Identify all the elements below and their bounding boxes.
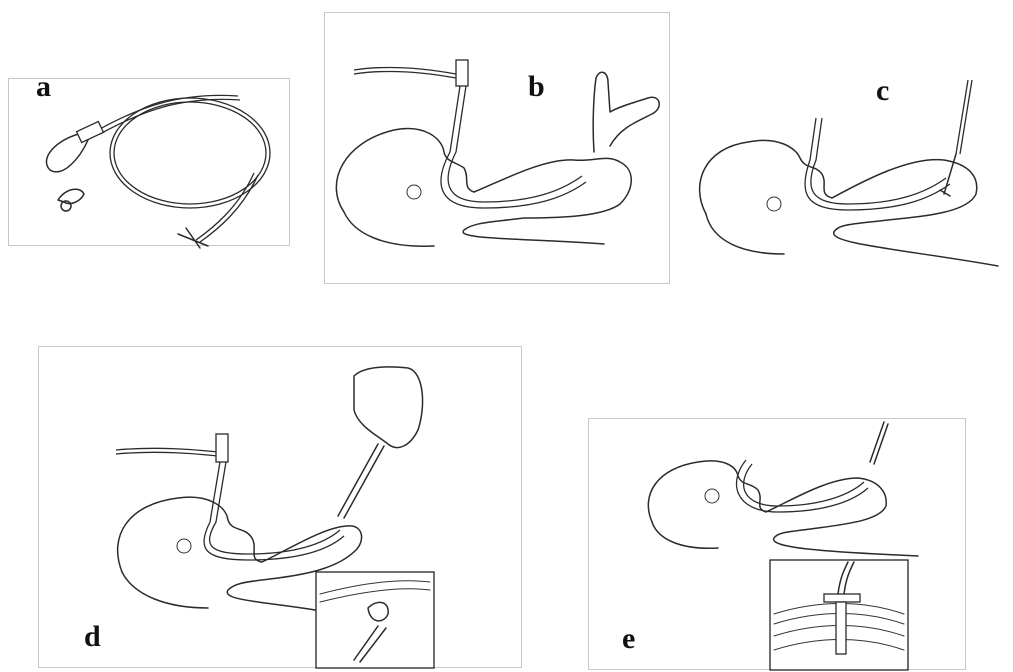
- ear: [407, 185, 421, 199]
- panel-label-a: a: [36, 72, 51, 102]
- hand: [354, 367, 423, 448]
- panel-label-e: e: [622, 624, 635, 654]
- panel-a: a: [8, 78, 290, 246]
- needle-puncture-illustration: [688, 44, 1008, 276]
- gastrostomy-tube: [836, 602, 846, 654]
- endoscope-handle: [216, 434, 228, 462]
- external-bumper: [824, 594, 860, 602]
- patient-outline: [648, 461, 918, 556]
- clamp: [58, 189, 84, 203]
- wire-grasp-illustration: [38, 346, 522, 668]
- panel-b: b: [324, 12, 670, 284]
- endoscope-handle: [456, 60, 468, 86]
- patient-outline: [336, 129, 631, 244]
- panel-label-b: b: [528, 72, 545, 102]
- tube-placement-illustration: [588, 418, 966, 670]
- panel-c: c: [688, 44, 1008, 276]
- panel-label-d: d: [84, 622, 101, 652]
- coiled-tube: [110, 98, 270, 208]
- ear: [767, 197, 781, 211]
- peg-kit-illustration: [8, 78, 290, 246]
- pressing-finger: [593, 72, 659, 152]
- bumper: [77, 121, 104, 142]
- forceps: [338, 444, 378, 516]
- panel-label-c: c: [876, 76, 889, 106]
- endoscopy-illustration: [324, 12, 670, 284]
- patient-outline: [700, 140, 998, 266]
- panel-d: d: [38, 346, 522, 668]
- panel-e: e: [588, 418, 966, 670]
- ear: [177, 539, 191, 553]
- ear: [705, 489, 719, 503]
